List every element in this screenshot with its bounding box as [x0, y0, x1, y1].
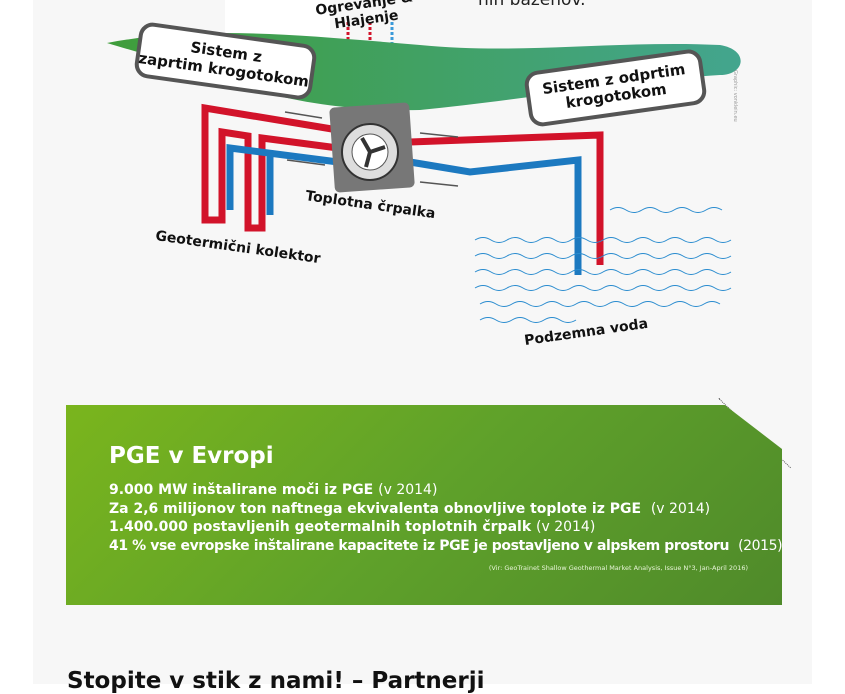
collector-red-pipe: [201, 103, 339, 232]
closed-loop-bubble: Sistem zzaprtim krogotokom: [134, 22, 317, 100]
fact-line: 1.400.000 postavljenih geotermalnih topl…: [109, 519, 596, 535]
open-red-pipe: [409, 131, 604, 265]
heat-pump-icon: [329, 102, 415, 193]
open-blue-pipe: [409, 156, 582, 275]
contact-heading: Stopite v stik z nami! – Partnerji: [67, 668, 485, 694]
fact-line: 41 % vse evropske inštalirane kapacitete…: [109, 537, 783, 554]
graphic-credit: Graphic: vonklein.eu: [732, 70, 738, 122]
heat-pump-label: Toplotna črpalka: [304, 188, 436, 222]
top-text: nih bazenov.: [478, 0, 586, 10]
europe-stats-box: PGE v Evropi 9.000 MW inštalirane moči i…: [66, 405, 782, 605]
fact-line: 9.000 MW inštalirane moči iz PGE (v 2014…: [109, 482, 438, 498]
source-note: (Vir: GeoTrainet Shallow Geothermal Mark…: [488, 564, 748, 572]
collector-blue-pipe: [226, 144, 339, 215]
open-loop-bubble: Sistem z odprtimkrogotokom: [524, 49, 707, 127]
europe-facts: 9.000 MW inštalirane moči iz PGE (v 2014…: [109, 481, 782, 555]
geothermal-diagram: Sistem zzaprtim krogotokom Sistem z odpr…: [107, 0, 741, 349]
groundwater-waves: [474, 207, 732, 323]
europe-box-title: PGE v Evropi: [109, 443, 274, 469]
flow-arrows: [284, 111, 459, 187]
svg-text:Ogrevanje &Hlajenje: Ogrevanje &Hlajenje: [314, 0, 416, 35]
collector-label: Geotermični kolektor: [154, 228, 321, 267]
fact-line: Za 2,6 milijonov ton naftnega ekvivalent…: [109, 500, 711, 517]
